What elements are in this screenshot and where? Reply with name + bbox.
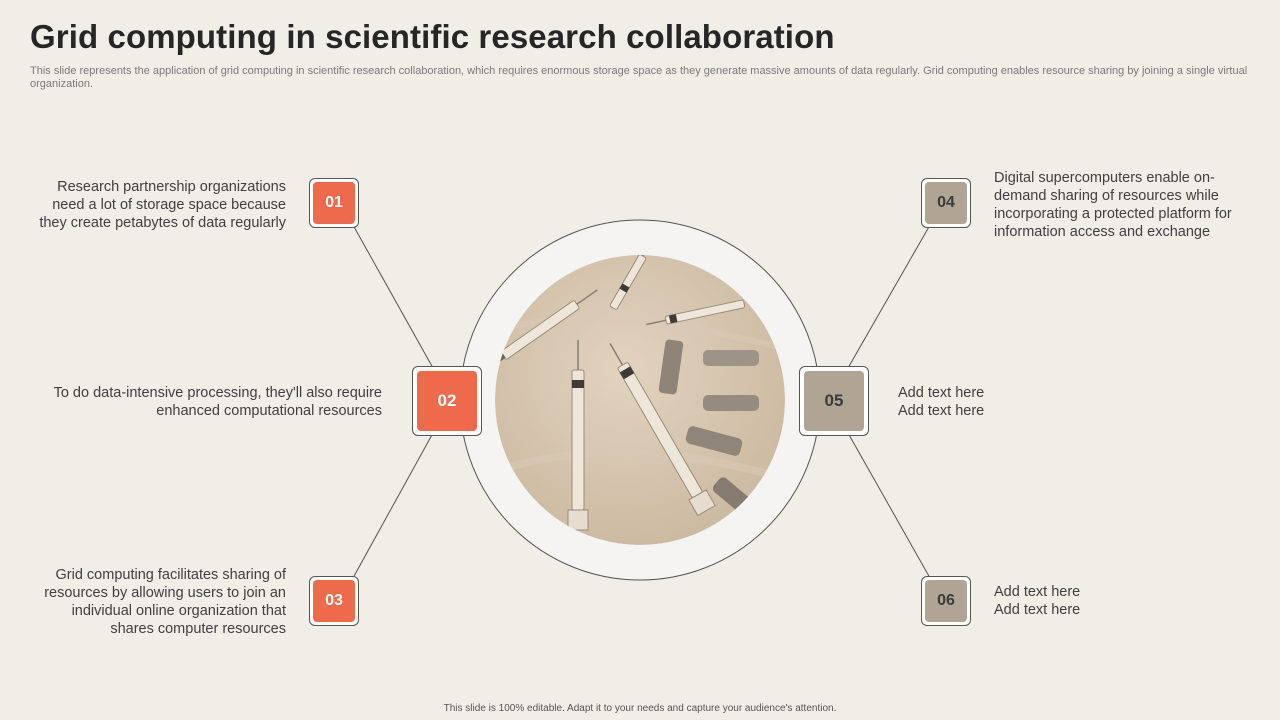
item-05-text: Add text here Add text here <box>898 385 985 419</box>
item-05-badge: 05 <box>799 366 869 436</box>
connector-02-03 <box>352 432 434 579</box>
slide-footer: This slide is 100% editable. Adapt it to… <box>443 703 837 714</box>
item-02-number: 02 <box>417 371 477 431</box>
connector-lines <box>352 224 931 579</box>
connector-04-05 <box>847 224 931 369</box>
item-01-badge: 01 <box>309 178 359 228</box>
item-05-number: 05 <box>804 371 864 431</box>
item-03-badge: 03 <box>309 576 359 626</box>
item-01-text: Research partnership organizations need … <box>39 179 286 231</box>
item-04-text: Digital supercomputers enable on-demand … <box>994 170 1232 240</box>
slide-subtitle: This slide represents the application of… <box>30 65 1248 90</box>
item-06-text: Add text here Add text here <box>994 584 1081 618</box>
item-03-text: Grid computing facilitates sharing of re… <box>44 567 286 637</box>
item-01-number: 01 <box>313 182 355 224</box>
item-06-number: 06 <box>925 580 967 622</box>
syringes-photo-icon <box>495 255 785 545</box>
item-03-number: 03 <box>313 580 355 622</box>
item-02-badge: 02 <box>412 366 482 436</box>
item-04-badge: 04 <box>921 178 971 228</box>
item-04-number: 04 <box>925 182 967 224</box>
connector-05-06 <box>847 432 931 579</box>
slide-title: Grid computing in scientific research co… <box>30 18 835 55</box>
item-06-badge: 06 <box>921 576 971 626</box>
item-02-text: To do data-intensive processing, they'll… <box>53 385 382 419</box>
connector-01-02 <box>352 224 434 369</box>
